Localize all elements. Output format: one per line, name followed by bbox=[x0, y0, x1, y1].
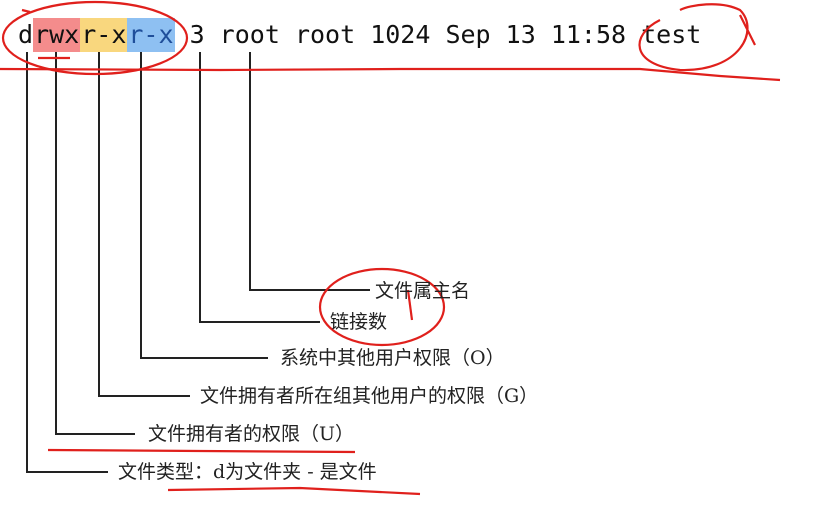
other-permissions-text: r-x bbox=[128, 20, 174, 49]
ls-listing-line: drwxr-xr-x 3 root root 1024 Sep 13 11:58… bbox=[18, 18, 701, 52]
label-group-permissions: 文件拥有者所在组其他用户的权限（G） bbox=[200, 385, 539, 407]
label-owner-name: 文件属主名 bbox=[375, 280, 471, 302]
label-file-type: 文件类型：d为文件夹 - 是文件 bbox=[118, 461, 377, 483]
group-permissions: r-x bbox=[80, 18, 128, 52]
label-user-permissions: 文件拥有者的权限（U） bbox=[148, 423, 355, 445]
file-type-char: d bbox=[18, 20, 34, 49]
label-other-permissions: 系统中其他用户权限（O） bbox=[280, 347, 505, 369]
listing-details: 3 root root 1024 Sep 13 11:58 bbox=[174, 20, 642, 49]
user-permissions: rwx bbox=[33, 18, 81, 52]
other-permissions: r-x bbox=[127, 18, 175, 52]
label-link-count: 链接数 bbox=[330, 311, 388, 333]
red-annotations bbox=[0, 0, 781, 496]
